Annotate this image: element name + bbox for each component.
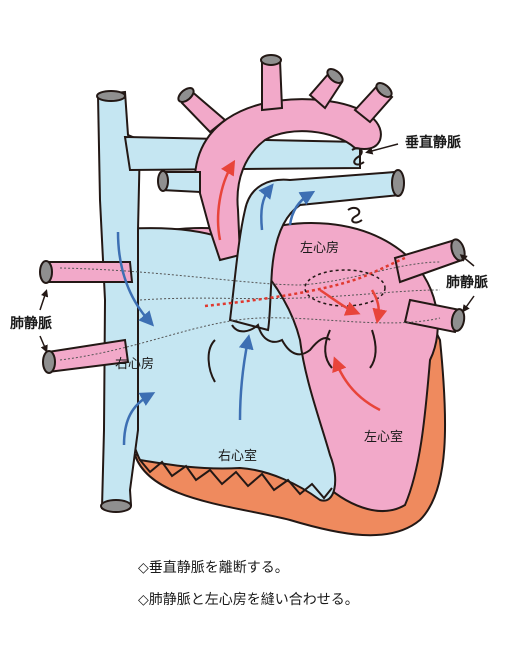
stub-end bbox=[157, 170, 169, 192]
pulm-vein-right-lower-end bbox=[450, 308, 466, 332]
mitral-valve bbox=[324, 329, 377, 369]
pulm-vein-left-upper-end bbox=[39, 260, 53, 284]
blue-arrow-ivc bbox=[122, 392, 156, 446]
pulm-vein-left-upper bbox=[44, 261, 134, 283]
blue-arrow-pa-left bbox=[258, 183, 274, 231]
descending-branch-end bbox=[375, 82, 393, 98]
red-arrow-la-2 bbox=[370, 289, 388, 324]
ivc-end bbox=[100, 499, 132, 513]
carotid-end bbox=[260, 54, 282, 66]
note-1: ◇垂直静脈を離断する。 bbox=[138, 560, 289, 576]
label-pulmonary-vein-right: 肺静脈 bbox=[446, 274, 488, 291]
red-arrow-la-1 bbox=[319, 288, 361, 316]
blue-arrow-svc bbox=[116, 231, 155, 327]
label-right-ventricle: 右心室 bbox=[218, 448, 257, 464]
rv-trabeculae bbox=[139, 459, 333, 500]
carotid-artery bbox=[261, 59, 284, 112]
subclavian-end bbox=[326, 68, 344, 84]
confluence-outline-mid bbox=[139, 289, 441, 301]
blue-arrow-rv bbox=[238, 334, 254, 421]
confluence-outline bbox=[59, 261, 441, 361]
leader-vertical-vein bbox=[365, 143, 399, 155]
pulmonary-trunk bbox=[228, 170, 402, 332]
label-left-ventricle: 左心室 bbox=[364, 429, 403, 445]
pulm-artery-end bbox=[391, 169, 405, 197]
vertical-vein-ligature-top bbox=[351, 147, 365, 166]
blue-arrow-pa-right bbox=[288, 190, 316, 226]
pulm-vein-right-lower bbox=[403, 298, 462, 334]
leader-pv-left-up bbox=[39, 289, 49, 311]
label-vertical-vein: 垂直静脈 bbox=[405, 134, 461, 151]
septum bbox=[231, 323, 331, 356]
leader-pv-left-down bbox=[39, 335, 48, 353]
label-right-atrium: 右心房 bbox=[115, 356, 154, 372]
suture-ring bbox=[304, 269, 386, 307]
brachiocephalic-end bbox=[177, 87, 195, 103]
note-2: ◇肺静脈と左心房を縫い合わせる。 bbox=[138, 592, 359, 608]
pulm-vein-left-lower-end bbox=[42, 350, 56, 374]
red-arrow-lv bbox=[332, 356, 381, 412]
red-arrow-aorta bbox=[216, 159, 236, 241]
label-pulmonary-vein-left: 肺静脈 bbox=[10, 315, 52, 332]
vena-cava bbox=[96, 90, 142, 510]
vertical-vein-ligature-bottom bbox=[347, 206, 363, 224]
svc-end bbox=[96, 90, 126, 102]
label-left-atrium: 左心房 bbox=[300, 240, 339, 256]
tricuspid-valve bbox=[207, 339, 216, 383]
leader-pv-right-up bbox=[459, 254, 475, 267]
leader-pv-right-down bbox=[462, 295, 475, 313]
